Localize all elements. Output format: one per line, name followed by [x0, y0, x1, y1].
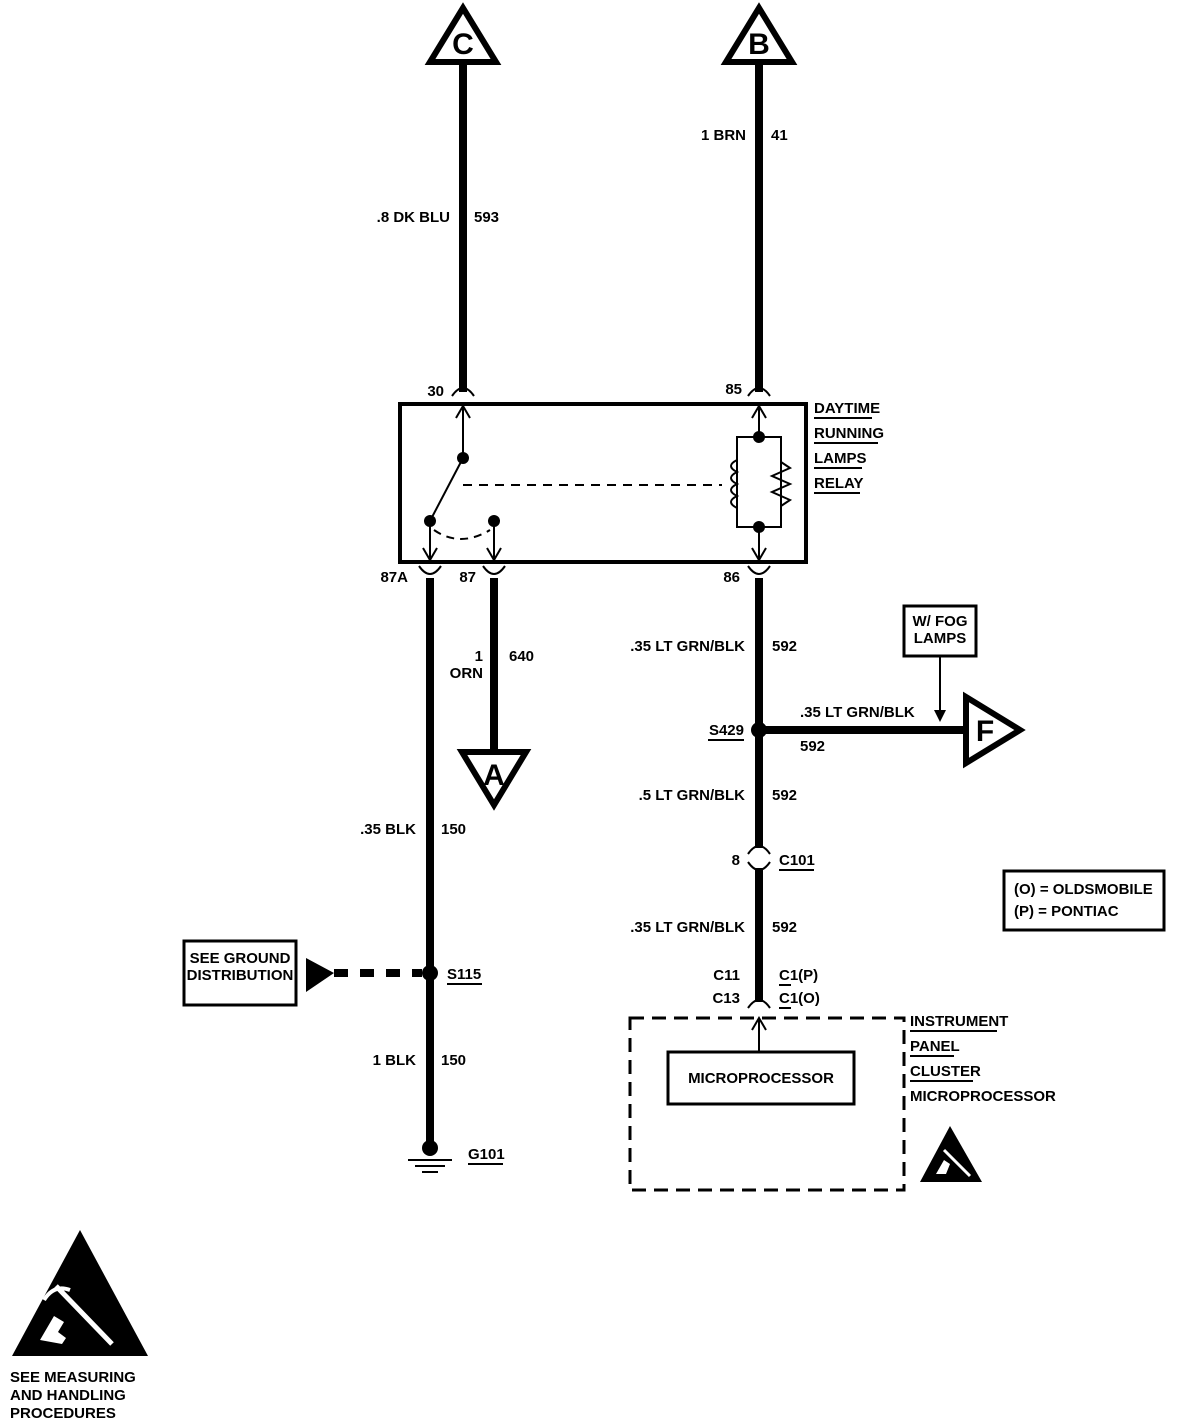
- ground-arrow-icon: [306, 958, 334, 992]
- ground-g101-label: G101: [468, 1146, 505, 1163]
- wire-150-top-gauge: .35 BLK: [360, 821, 416, 838]
- esd-large-icon: [12, 1230, 148, 1356]
- ipc-label: INSTRUMENT PANEL CLUSTER MICROPROCESSOR: [910, 1013, 1056, 1105]
- connector-c101[interactable]: [747, 845, 771, 871]
- ipc-label-line4: MICROPROCESSOR: [910, 1088, 1056, 1105]
- microprocessor-label: MICROPROCESSOR: [688, 1070, 834, 1087]
- pin-30: 30: [427, 383, 444, 400]
- wire-41-circuit: 41: [771, 127, 788, 144]
- wire-150-bot-circuit: 150: [441, 1052, 466, 1069]
- connector-a[interactable]: A: [456, 749, 532, 811]
- fog-lamps-note: W/ FOG LAMPS: [902, 604, 978, 722]
- pin-c13: C13: [712, 990, 740, 1007]
- wire-592-fog-gauge: .35 LT GRN/BLK: [800, 704, 915, 721]
- wire-640-circuit: 640: [509, 648, 534, 665]
- wire-41-gauge: 1 BRN: [701, 127, 746, 144]
- esd-note-line3: PROCEDURES: [10, 1405, 116, 1422]
- connector-b[interactable]: B: [720, 2, 798, 65]
- esd-note-line2: AND HANDLING: [10, 1387, 126, 1404]
- instrument-panel-cluster[interactable]: MICROPROCESSOR: [628, 1016, 906, 1192]
- fog-note-line1: W/ FOG: [913, 613, 968, 630]
- connector-b-label: B: [748, 28, 770, 61]
- ground-g101-icon: [408, 1140, 452, 1173]
- wire-592-bot-circuit: 592: [772, 919, 797, 936]
- splice-s429-label: S429: [709, 722, 744, 739]
- legend-line1: (O) = OLDSMOBILE: [1014, 881, 1153, 898]
- connector-a-label: A: [483, 759, 505, 792]
- daytime-running-lamps-relay[interactable]: [398, 387, 808, 575]
- wire-592-bot-gauge: .35 LT GRN/BLK: [630, 919, 745, 936]
- pin-87a: 87A: [380, 569, 408, 586]
- fog-note-line2: LAMPS: [914, 630, 967, 647]
- c101-pin: 8: [732, 852, 740, 869]
- wire-592-mid-circuit: 592: [772, 787, 797, 804]
- ipc-label-line3: CLUSTER: [910, 1063, 981, 1080]
- splice-s115[interactable]: [422, 965, 438, 981]
- ground-note-line2: DISTRIBUTION: [187, 967, 294, 984]
- wire-640-color: ORN: [450, 665, 483, 682]
- wire-593-gauge: .8 DK BLU: [377, 209, 450, 226]
- relay-label-line2: RUNNING: [814, 425, 884, 442]
- relay-label-line4: RELAY: [814, 475, 863, 492]
- wire-592-top-gauge: .35 LT GRN/BLK: [630, 638, 745, 655]
- relay-label: DAYTIME RUNNING LAMPS RELAY: [814, 400, 884, 494]
- pin-86: 86: [723, 569, 740, 586]
- wire-592-top-circuit: 592: [772, 638, 797, 655]
- legend-line2: (P) = PONTIAC: [1014, 903, 1119, 920]
- wire-593-circuit: 593: [474, 209, 499, 226]
- relay-label-line3: LAMPS: [814, 450, 867, 467]
- splice-s115-label: S115: [447, 966, 481, 983]
- connector-c[interactable]: C: [424, 2, 502, 65]
- pin-c1o: C1(O): [779, 990, 820, 1007]
- wire-640-gauge: 1: [475, 648, 483, 665]
- ipc-label-line2: PANEL: [910, 1038, 960, 1055]
- wire-592-fog-circuit: 592: [800, 738, 825, 755]
- pin-87: 87: [459, 569, 476, 586]
- ground-distribution-note[interactable]: SEE GROUND DISTRIBUTION: [182, 939, 298, 1007]
- pin-85: 85: [725, 381, 742, 398]
- relay-label-line1: DAYTIME: [814, 400, 880, 417]
- connector-f-label: F: [976, 715, 994, 748]
- esd-note-line1: SEE MEASURING: [10, 1369, 136, 1386]
- ground-note-line1: SEE GROUND: [190, 950, 291, 967]
- ipc-terminal: [747, 999, 771, 1009]
- wire-150-top-circuit: 150: [441, 821, 466, 838]
- esd-small-icon: [920, 1126, 982, 1182]
- connector-c-label: C: [452, 28, 474, 61]
- connector-f[interactable]: F: [963, 691, 1026, 769]
- legend-box: (O) = OLDSMOBILE (P) = PONTIAC: [1002, 869, 1166, 932]
- c101-label: C101: [779, 852, 815, 869]
- pin-c1p: C1(P): [779, 967, 818, 984]
- wire-592-mid-gauge: .5 LT GRN/BLK: [639, 787, 746, 804]
- pin-c11: C11: [713, 967, 740, 984]
- ipc-label-line1: INSTRUMENT: [910, 1013, 1008, 1030]
- wire-150-bot-gauge: 1 BLK: [373, 1052, 417, 1069]
